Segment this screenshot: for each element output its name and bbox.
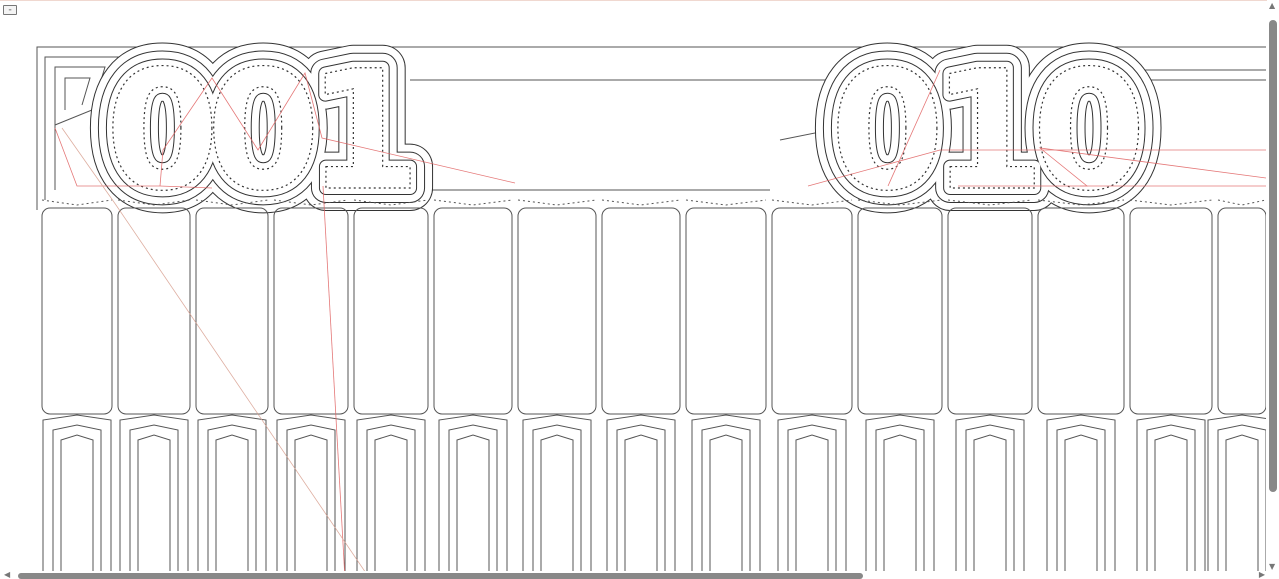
prong-path	[973, 434, 1007, 571]
prong-path	[207, 424, 257, 571]
scroll-down-icon[interactable]: ▼	[1269, 562, 1276, 571]
column-outline	[601, 207, 681, 415]
prong-path	[374, 434, 408, 571]
prong-path	[52, 424, 102, 571]
vertical-scrollbar[interactable]: ▲ ▼	[1267, 0, 1279, 571]
column-top-path	[433, 199, 513, 206]
prong-path	[119, 414, 189, 571]
scroll-right-icon[interactable]: ▶	[1258, 570, 1265, 579]
column-outline	[1129, 207, 1213, 415]
prong-path	[366, 424, 416, 571]
column-top-path	[685, 199, 767, 206]
label-offset-outline: 010	[830, 35, 1139, 227]
column-top-path	[41, 199, 113, 206]
label-offset-outline: 010	[830, 35, 1139, 227]
label-offset-outline: 010	[830, 35, 1139, 227]
column-outline	[771, 207, 853, 415]
prong-path	[777, 414, 847, 571]
prong-path	[294, 434, 328, 571]
prong-path	[624, 434, 658, 571]
prong-path	[197, 414, 267, 571]
prong-path	[616, 424, 666, 571]
column-outline	[117, 207, 191, 415]
horizontal-scroll-thumb[interactable]	[18, 573, 863, 579]
prong-path	[1207, 414, 1266, 571]
prong-path	[137, 434, 171, 571]
prong-path	[1217, 424, 1266, 571]
vertical-scroll-thumb[interactable]	[1269, 20, 1277, 492]
prong-path	[883, 434, 917, 571]
label-offset-outline: 001	[105, 35, 411, 227]
label-offset-outline: 010	[830, 35, 1139, 227]
prong-path	[532, 424, 582, 571]
label-offset-outline: 010	[830, 35, 1139, 227]
scroll-left-icon[interactable]: ◀	[4, 570, 11, 579]
column-top-path	[601, 199, 681, 206]
label-offset-outline: 001	[105, 35, 411, 227]
prong-path	[356, 414, 426, 571]
prong-path	[129, 424, 179, 571]
prong-path	[709, 434, 743, 571]
column-outline	[433, 207, 513, 415]
column-top-path	[517, 199, 597, 206]
column-top-path	[1129, 199, 1213, 206]
column-outline	[1217, 207, 1266, 415]
column-top-path	[857, 199, 943, 206]
prong-path	[691, 414, 761, 571]
column-outline	[273, 207, 349, 415]
prong-path	[787, 424, 837, 571]
column-paths	[41, 199, 1266, 571]
travel-moves	[54, 69, 1266, 571]
prong-path	[795, 434, 829, 571]
prong-path	[540, 434, 574, 571]
column-outline	[947, 207, 1033, 415]
prong-path	[965, 424, 1015, 571]
menu-button[interactable]: ≡	[3, 5, 17, 15]
prong-path	[215, 434, 249, 571]
prong-path	[448, 424, 498, 571]
column-outline	[517, 207, 597, 415]
horizontal-scrollbar[interactable]: ◀ ▶	[0, 571, 1267, 579]
prong-path	[1056, 424, 1106, 571]
label-offset-outline: 001	[105, 35, 411, 227]
scroll-up-icon[interactable]: ▲	[1269, 1, 1276, 10]
label-offset-outline: 001	[105, 35, 411, 227]
label-001: 001	[105, 35, 411, 227]
column-outline	[195, 207, 269, 415]
prong-path	[955, 414, 1025, 571]
prong-path	[1136, 414, 1206, 571]
prong-path	[701, 424, 751, 571]
column-outline	[1037, 207, 1125, 415]
prong-path	[522, 414, 592, 571]
prong-path	[42, 414, 112, 571]
prong-path	[1064, 434, 1098, 571]
column-outline	[857, 207, 943, 415]
prong-path	[875, 424, 925, 571]
column-top-path	[117, 199, 191, 206]
prong-path	[865, 414, 935, 571]
column-top-path	[947, 199, 1033, 206]
prong-path	[606, 414, 676, 571]
prong-path	[1146, 424, 1196, 571]
column-outline	[685, 207, 767, 415]
prong-path	[1046, 414, 1116, 571]
column-top-path	[195, 199, 269, 206]
prong-path	[60, 434, 94, 571]
column-top-path	[1217, 199, 1266, 206]
label-offset-outline: 010	[830, 35, 1139, 227]
prong-path	[286, 424, 336, 571]
column-outline	[41, 207, 113, 415]
prong-path	[1154, 434, 1188, 571]
prong-path	[456, 434, 490, 571]
outer-frame	[36, 46, 1266, 210]
top-border	[0, 0, 1279, 1]
label-010: 010	[830, 35, 1139, 227]
prong-path	[1225, 434, 1259, 571]
column-outline	[353, 207, 429, 415]
column-top-path	[771, 199, 853, 206]
prong-path	[276, 414, 346, 571]
prong-path	[438, 414, 508, 571]
